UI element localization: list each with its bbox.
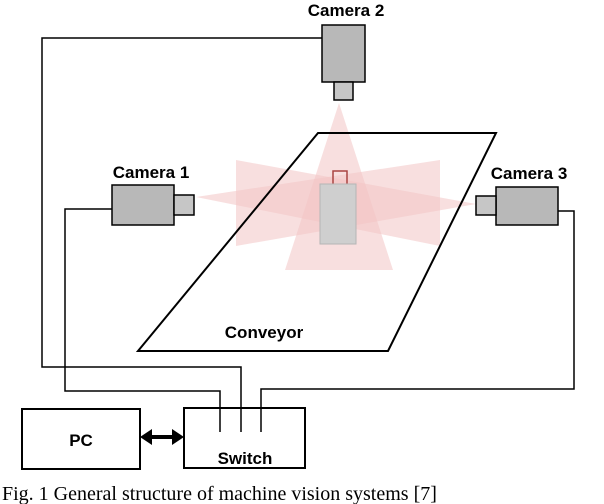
camera-3: [475, 186, 559, 226]
camera-2: [321, 24, 366, 101]
pc-label: PC: [69, 431, 93, 450]
cabling: [41, 37, 575, 408]
pc-box: [21, 408, 141, 470]
camera-2-body: [321, 24, 366, 83]
pc-switch-link-arrow: [140, 429, 184, 445]
conveyor-belt: [135, 132, 498, 352]
camera-2-lens: [333, 81, 354, 101]
camera-3-cable: [260, 210, 575, 408]
camera-3-body: [495, 186, 559, 226]
switch-ports: [219, 408, 262, 432]
camera-1-cable: [64, 208, 221, 408]
camera-3-label: Camera 3: [491, 164, 568, 183]
arrow-head-right: [172, 429, 184, 445]
camera-1-label: Camera 1: [113, 163, 190, 182]
switch-label: Switch: [218, 449, 273, 468]
conveyor-label: Conveyor: [225, 323, 304, 342]
arrow-head-left: [140, 429, 152, 445]
camera-2-label: Camera 2: [308, 1, 385, 20]
camera-1-lens: [173, 194, 195, 216]
product: [319, 170, 357, 245]
switch-box: [183, 407, 306, 469]
product-body: [319, 183, 357, 245]
camera-2-cable: [41, 37, 322, 408]
figure-caption: Fig. 1 General structure of machine visi…: [2, 483, 437, 504]
camera-1: [111, 184, 195, 226]
camera-3-lens: [475, 195, 497, 216]
camera-1-body: [111, 184, 175, 226]
